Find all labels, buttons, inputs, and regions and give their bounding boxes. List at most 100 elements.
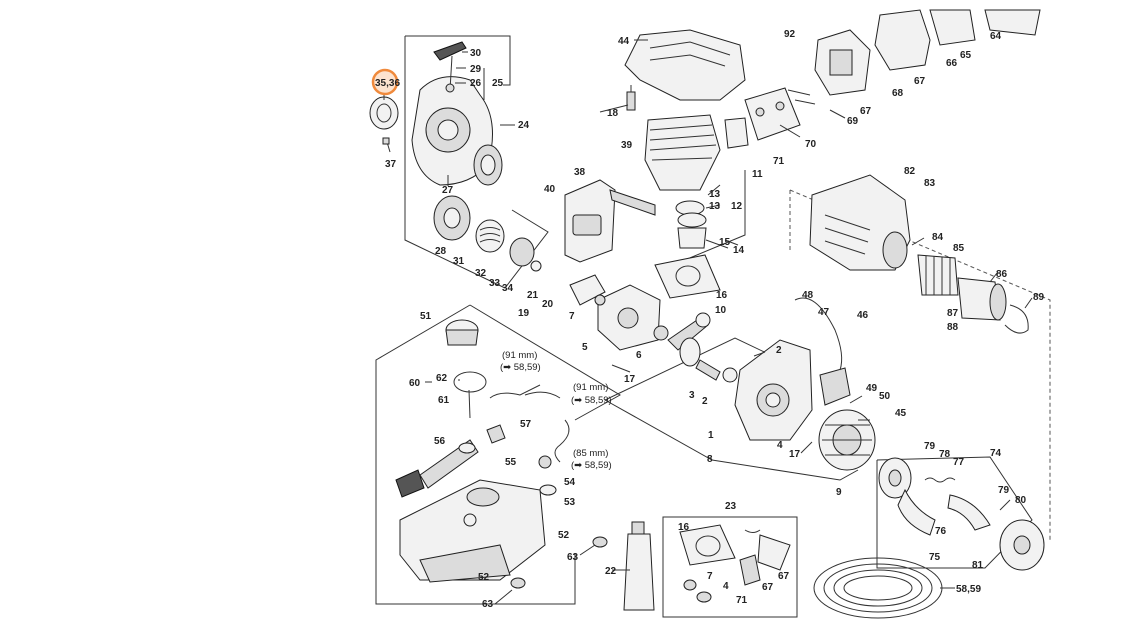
fuel-hoses-part [486,384,570,496]
part-number-52a: 52 [558,530,570,541]
part-number-44: 44 [618,36,630,47]
part-number-79a: 79 [924,441,936,452]
part-number-67a: 67 [914,76,926,87]
part-number-71a: 71 [773,156,785,167]
part-number-66: 66 [946,58,958,69]
part-number-12: 12 [731,201,743,212]
part-number-68: 68 [892,88,904,99]
fan-housing-part [809,174,911,271]
shroud-part [624,29,746,101]
part-number-63b: 63 [482,599,494,610]
part-number-16b: 16 [678,522,690,533]
part-number-84: 84 [932,232,944,243]
part-number-88: 88 [947,322,959,333]
part-number-85: 85 [953,243,965,254]
spool-wire-part [813,557,943,619]
hose1-ref: (➡ 58,59) [500,362,541,373]
part-number-22: 22 [605,566,617,577]
part-number-30: 30 [470,48,482,59]
highlight-label[interactable]: 35,36 [375,78,400,89]
fuel-tank-part [399,479,546,583]
muffler-part [564,179,656,263]
part-number-80: 80 [1015,495,1027,506]
part-number-58-59: 58,59 [956,584,981,595]
part-number-28: 28 [435,246,447,257]
hose2-ref: (➡ 58,59) [571,395,612,406]
part-number-14: 14 [733,245,745,256]
starter-grip-part [433,41,467,93]
fuel-pickup-part [395,439,479,498]
part-number-75: 75 [929,552,941,563]
cylinder-part [644,114,721,191]
part-number-23: 23 [725,501,737,512]
part-number-50: 50 [879,391,891,402]
crankshaft-part [667,312,738,383]
part-number-21: 21 [527,290,539,301]
part-number-51: 51 [420,311,432,322]
part-number-24: 24 [518,120,530,131]
part-number-26: 26 [470,78,482,89]
crankcase-right-part [734,339,813,441]
part-number-11: 11 [752,169,763,180]
part-number-69: 69 [847,116,859,127]
part-number-71b: 71 [736,595,748,606]
part-number-2b: 2 [702,396,708,407]
part-number-17b: 17 [789,449,801,460]
part-number-89: 89 [1033,292,1045,303]
part-number-70: 70 [805,139,817,150]
part-number-76: 76 [935,526,947,537]
part-number-18: 18 [607,108,619,119]
needle-bearing-part [917,254,959,296]
hose3-ref: (➡ 58,59) [571,460,612,471]
part-number-79b: 79 [998,485,1010,496]
gasket-kit-frame [662,516,798,618]
part-number-8: 8 [707,454,713,465]
part-number-83: 83 [924,178,936,189]
ignition-module-part [794,297,851,406]
grease-tube-part [623,521,655,611]
starter-cover-part [411,76,503,186]
air-filter-part [874,9,1041,71]
part-number-61: 61 [438,395,450,406]
part-number-78: 78 [939,449,951,460]
part-number-81: 81 [972,560,984,571]
part-number-labels: 30 29 26 25 24 27 28 31 32 33 34 37 44 1… [385,29,1045,610]
drive-shaft-sleeve-part [957,277,1029,334]
hose1-length: (91 mm) [502,350,537,361]
part-number-92: 92 [784,29,796,40]
part-number-17a: 17 [624,374,636,385]
gasket-kit-parts [679,524,791,603]
part-number-86: 86 [996,269,1008,280]
rope-rotor-part [433,195,542,272]
part-number-34: 34 [502,283,514,294]
part-number-6: 6 [636,350,642,361]
crankcase-left-part [569,274,669,351]
part-number-37: 37 [385,159,397,170]
carburetor-part [724,29,871,149]
highlight-marker[interactable] [371,68,399,96]
part-number-13a: 13 [709,189,721,200]
part-number-48: 48 [802,290,814,301]
part-number-46: 46 [857,310,869,321]
spark-plug-part [626,85,636,111]
part-number-57: 57 [520,419,532,430]
part-number-67b: 67 [860,106,872,117]
leader-lines [383,39,1033,605]
starter-group-frame [405,35,511,86]
tank-group-frame [375,304,576,605]
part-number-20: 20 [542,299,554,310]
gasket-part-highlighted [369,96,399,153]
grommet-part [510,536,608,589]
tank-cap-part [445,319,487,419]
clutch-drum-part [999,519,1045,571]
part-number-54: 54 [564,477,576,488]
part-number-65: 65 [960,50,972,61]
part-number-25: 25 [492,78,504,89]
part-number-52b: 52 [478,572,490,583]
part-number-29: 29 [470,64,482,75]
part-number-74: 74 [990,448,1002,459]
part-number-33: 33 [489,278,501,289]
part-number-27: 27 [442,185,454,196]
part-number-38: 38 [574,167,586,178]
part-number-16a: 16 [716,290,728,301]
